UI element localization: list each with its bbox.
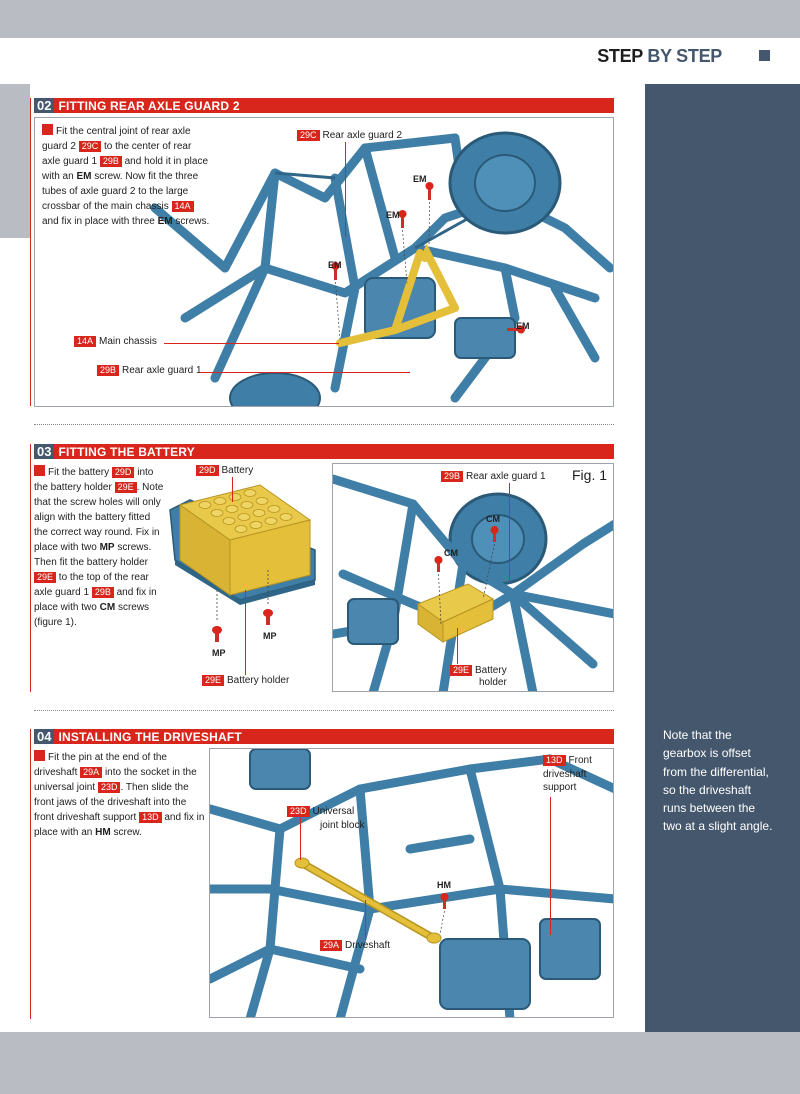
figure-1-panel <box>332 463 614 692</box>
leader-line <box>365 900 366 940</box>
side-note: Note that the gearbox is offset from the… <box>663 726 773 836</box>
screw-label: HM <box>437 880 451 890</box>
left-grey-block <box>0 84 30 238</box>
instruction-text-04: Fit the pin at the end of the driveshaft… <box>34 750 206 840</box>
leader-line <box>245 590 246 675</box>
leader-line <box>232 477 233 502</box>
screw-label: EM <box>413 174 427 184</box>
screw-label: EM <box>516 321 530 331</box>
section-header-02: 02 FITTING REAR AXLE GUARD 2 <box>34 98 614 113</box>
section-header-04: 04 INSTALLING THE DRIVESHAFT <box>34 729 614 744</box>
screw-label: EM <box>386 210 400 220</box>
bullet-square-icon <box>42 124 53 135</box>
section-rule <box>30 444 31 692</box>
section-header-03: 03 FITTING THE BATTERY <box>34 444 614 459</box>
screw-label: MP <box>212 648 226 658</box>
section-number: 03 <box>34 444 54 459</box>
screw-label: EM <box>328 260 342 270</box>
screw-label: CM <box>486 514 500 524</box>
section-rule <box>30 729 31 1019</box>
label-front-driveshaft-support-line3: support <box>543 782 576 794</box>
section-title: FITTING REAR AXLE GUARD 2 <box>58 99 239 113</box>
leader-line <box>200 372 410 373</box>
screw-label: MP <box>263 631 277 641</box>
page-title: STEP BY STEP <box>597 46 722 67</box>
bottom-band <box>0 1032 800 1094</box>
section-title: FITTING THE BATTERY <box>58 445 194 459</box>
label-front-driveshaft-support-line2: driveshaft <box>543 769 586 781</box>
section-title: INSTALLING THE DRIVESHAFT <box>58 730 241 744</box>
instruction-text-03: Fit the battery 29D into the battery hol… <box>34 465 164 630</box>
section-rule <box>30 98 31 406</box>
figure-1-illustration <box>333 464 614 692</box>
top-band <box>0 0 800 38</box>
label-fig-battery-holder-line2: holder <box>479 677 507 689</box>
screw-label: CM <box>444 548 458 558</box>
section-number: 04 <box>34 729 54 744</box>
bullet-square-icon <box>34 750 45 761</box>
leader-line <box>550 797 551 935</box>
figure-label: Fig. 1 <box>572 467 607 483</box>
leader-line <box>300 818 301 860</box>
battery-illustration <box>165 480 330 660</box>
title-square-icon <box>759 50 770 61</box>
label-universal-joint-block-line2: joint block <box>320 820 364 832</box>
bullet-square-icon <box>34 465 45 476</box>
leader-line <box>509 483 510 583</box>
leader-line <box>164 343 339 344</box>
divider <box>34 424 614 425</box>
leader-line <box>345 142 346 237</box>
instruction-text-02: Fit the central joint of rear axle guard… <box>42 124 212 229</box>
divider <box>34 710 614 711</box>
leader-line <box>457 628 458 664</box>
section-number: 02 <box>34 98 54 113</box>
sidebar <box>645 38 800 1032</box>
